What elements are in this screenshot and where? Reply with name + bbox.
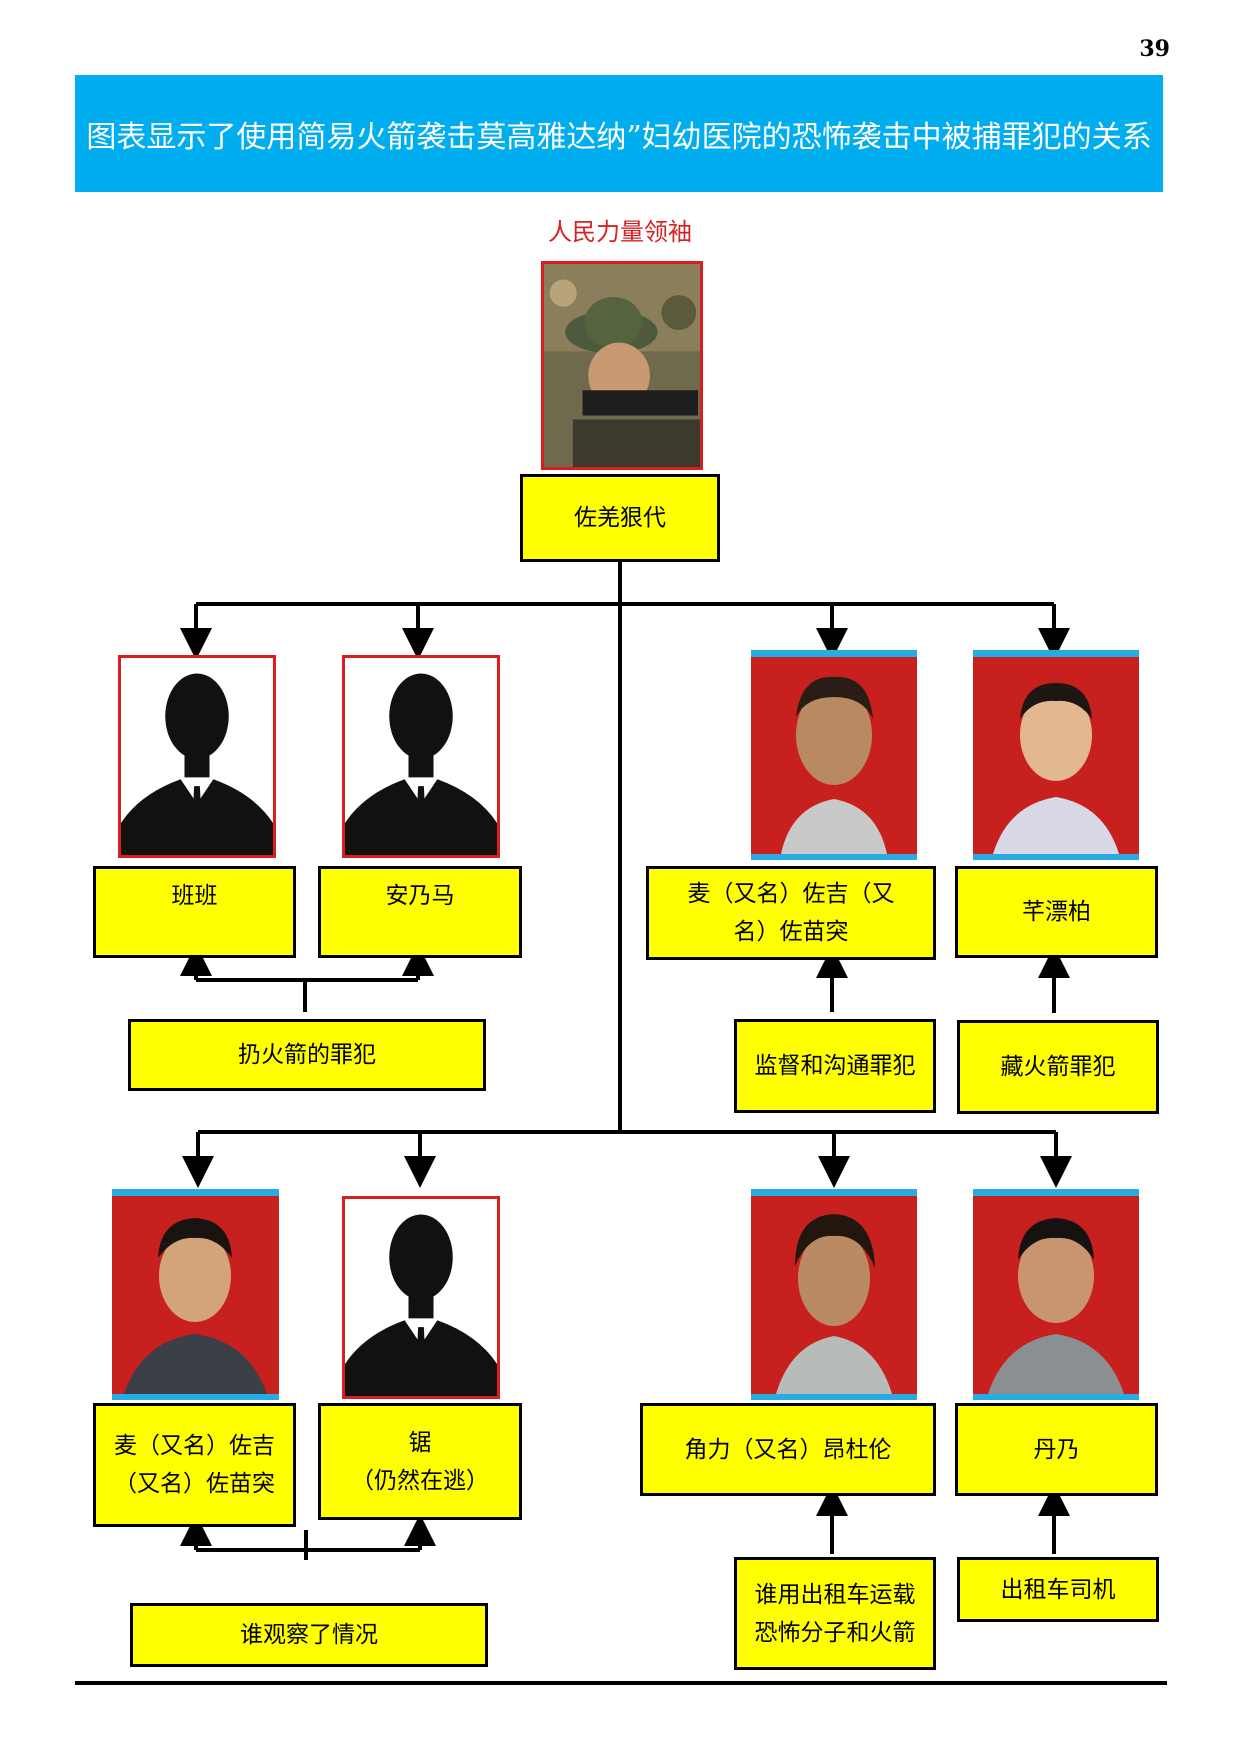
p8-name: 丹乃 — [1033, 1436, 1080, 1463]
p6-name-box: 锯 （仍然在逃） — [318, 1403, 522, 1520]
r4-role: 谁观察了情况 — [240, 1622, 378, 1648]
p4-photo — [973, 650, 1139, 860]
r2-role: 监督和沟通罪犯 — [754, 1053, 916, 1079]
p7-photo — [751, 1189, 917, 1400]
p8-name-box: 丹乃 — [955, 1403, 1158, 1496]
r5-role-box: 谁用出租车运载 恐怖分子和火箭 — [734, 1557, 936, 1670]
p5-name-line2: （又名）佐苗突 — [114, 1471, 275, 1497]
p4-name-box: 芊漂柏 — [955, 866, 1158, 958]
p3-name-line2: 名）佐苗突 — [733, 919, 849, 945]
p7-name: 角力（又名）昂杜伦 — [684, 1436, 892, 1463]
p2-name-box: 安乃马 — [318, 866, 522, 958]
r5-role-line2: 恐怖分子和火箭 — [754, 1619, 916, 1646]
page-number: 39 — [1139, 36, 1170, 62]
leader-photo — [541, 261, 703, 470]
p1-name-box: 班班 — [93, 866, 296, 958]
silhouette-icon — [121, 658, 273, 855]
p3-name-line1: 麦（又名）佐吉（又 — [687, 881, 895, 907]
r6-role: 出租车司机 — [1000, 1576, 1116, 1603]
diagram-title: 图表显示了使用简易火箭袭击莫高雅达纳”妇幼医院的恐怖袭击中被捕罪犯的关系 — [86, 119, 1152, 155]
p3-name-box: 麦（又名）佐吉（又 名）佐苗突 — [646, 866, 936, 960]
p6-name-line1: 锯 — [408, 1429, 432, 1456]
p2-photo — [342, 655, 500, 858]
p5-name-line1: 麦（又名）佐吉 — [114, 1433, 275, 1459]
p4-name: 芊漂柏 — [1022, 899, 1091, 925]
r5-role-line1: 谁用出租车运载 — [754, 1581, 916, 1608]
p6-photo — [342, 1196, 500, 1399]
r3-role: 藏火箭罪犯 — [1000, 1054, 1116, 1080]
r1-role: 扔火箭的罪犯 — [238, 1042, 376, 1068]
r1-role-box: 扔火箭的罪犯 — [128, 1019, 486, 1091]
leader-label: 人民力量领袖 — [548, 218, 692, 246]
title-banner: 图表显示了使用简易火箭袭击莫高雅达纳”妇幼医院的恐怖袭击中被捕罪犯的关系 — [75, 75, 1163, 192]
p2-name: 安乃马 — [385, 883, 455, 909]
p7-name-box: 角力（又名）昂杜伦 — [640, 1403, 936, 1496]
r6-role-box: 出租车司机 — [957, 1557, 1159, 1622]
r2-role-box: 监督和沟通罪犯 — [734, 1019, 936, 1113]
r4-role-box: 谁观察了情况 — [130, 1603, 488, 1667]
leader-name: 佐羌狠代 — [574, 505, 666, 531]
silhouette-icon — [345, 1199, 497, 1396]
p1-photo — [118, 655, 276, 858]
bottom-rule — [75, 1681, 1167, 1685]
p6-name-line2: （仍然在逃） — [351, 1467, 489, 1494]
r3-role-box: 藏火箭罪犯 — [957, 1020, 1159, 1114]
p1-name: 班班 — [171, 883, 218, 909]
silhouette-icon — [345, 658, 497, 855]
p8-photo — [973, 1189, 1139, 1400]
p3-photo — [751, 650, 917, 860]
p5-photo — [112, 1189, 279, 1400]
p5-name-box: 麦（又名）佐吉 （又名）佐苗突 — [93, 1403, 296, 1527]
leader-name-box: 佐羌狠代 — [520, 474, 720, 562]
